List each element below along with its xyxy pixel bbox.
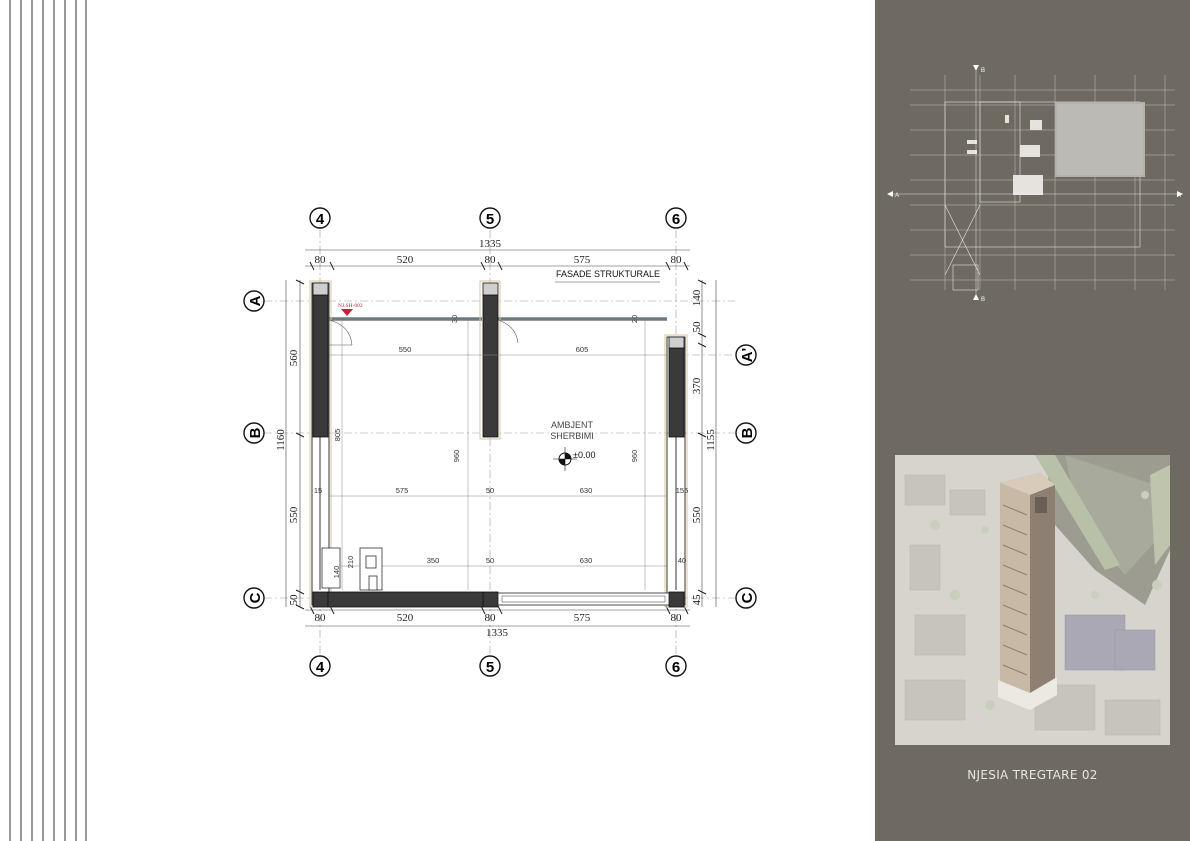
dim-small-210: 210 xyxy=(346,556,355,569)
dim-inner-350: 350 xyxy=(427,556,440,565)
dim-right-4: 550 xyxy=(691,506,703,523)
grid-label-b-left: B xyxy=(247,427,264,438)
grid-label-b-right: B xyxy=(739,427,756,438)
dim-bottom-3: 80 xyxy=(485,612,497,624)
dim-right-5: 45 xyxy=(691,594,703,606)
dim-top-1: 80 xyxy=(315,254,327,266)
dim-inner-605: 605 xyxy=(576,345,589,354)
room-name-line2: SHERBIMI xyxy=(550,431,594,441)
dim-bottom-2: 520 xyxy=(397,612,414,624)
dim-small-140: 140 xyxy=(332,566,341,579)
dim-inner-50a: 50 xyxy=(486,486,494,495)
key-plan: A A B B xyxy=(887,65,1183,303)
grid-label-a: A xyxy=(247,295,264,306)
grid-label-6-bottom: 6 xyxy=(672,659,680,676)
grid-label-4-top: 4 xyxy=(316,211,325,228)
keyplan-section-a-left: A xyxy=(895,193,899,199)
dim-top-2: 520 xyxy=(397,254,414,266)
keyplan-section-a-right: A xyxy=(1177,193,1181,199)
dim-left-1: 560 xyxy=(288,349,300,366)
dim-top-total: 1335 xyxy=(479,238,502,250)
dim-small-40: 40 xyxy=(678,556,686,565)
grid-label-4-bottom: 4 xyxy=(316,659,325,676)
aerial-render-image xyxy=(895,455,1170,745)
dim-right-2: 50 xyxy=(691,321,703,333)
keyplan-section-b-top: B xyxy=(981,68,985,74)
dim-top-4: 575 xyxy=(574,254,591,266)
dim-inner-960b: 960 xyxy=(630,450,639,463)
dim-small-15: 15 xyxy=(314,486,322,495)
section-tag: NJ.SH-002 xyxy=(338,303,363,309)
dim-top-3: 80 xyxy=(485,254,497,266)
grid-label-5-bottom: 5 xyxy=(486,659,494,676)
dim-bottom-5: 80 xyxy=(671,612,683,624)
dim-inner-575: 575 xyxy=(396,486,409,495)
dim-small-20: 20 xyxy=(630,315,639,323)
grid-label-5-top: 5 xyxy=(486,211,494,228)
level-marker-icon xyxy=(553,447,577,471)
dim-inner-50b: 50 xyxy=(486,556,494,565)
floor-plan: 4 5 6 4 5 6 A B C A' B C 1335 80 520 80 … xyxy=(243,207,757,677)
dim-right-3: 370 xyxy=(691,377,703,394)
grid-bubbles xyxy=(243,207,757,677)
dim-left-2: 550 xyxy=(288,506,300,523)
dim-inner-630b: 630 xyxy=(580,556,593,565)
dim-left-total: 1160 xyxy=(275,429,287,451)
grid-label-c-right: C xyxy=(739,592,756,603)
dim-inner-630a: 630 xyxy=(580,486,593,495)
grid-label-6-top: 6 xyxy=(672,211,680,228)
grid-label-a-prime: A' xyxy=(739,348,756,362)
dim-right-1: 140 xyxy=(691,289,703,306)
dim-small-155: 155 xyxy=(676,486,689,495)
grid-label-c-left: C xyxy=(247,592,264,603)
side-panel: A A B B xyxy=(875,0,1190,841)
decorative-vertical-lines xyxy=(9,0,87,841)
dim-small-30: 30 xyxy=(450,315,459,323)
unit-caption: NJESIA TREGTARE 02 xyxy=(967,768,1098,782)
dim-bottom-4: 575 xyxy=(574,612,591,624)
dim-inner-960a: 960 xyxy=(452,450,461,463)
dim-bottom-total: 1335 xyxy=(486,627,509,639)
section-marker-icon xyxy=(341,309,353,316)
dim-inner-805: 805 xyxy=(333,429,342,442)
dim-inner-550: 550 xyxy=(399,345,412,354)
facade-label: FASADE STRUKTURALE xyxy=(556,269,660,279)
keyplan-section-b-bottom: B xyxy=(981,297,985,303)
dim-right-total: 1155 xyxy=(705,429,717,451)
dim-bottom-1: 80 xyxy=(315,612,327,624)
level-value: ±0.00 xyxy=(573,450,595,460)
dim-top-5: 80 xyxy=(671,254,683,266)
room-name-line1: AMBJENT xyxy=(551,420,594,430)
dim-left-3: 50 xyxy=(288,594,300,606)
